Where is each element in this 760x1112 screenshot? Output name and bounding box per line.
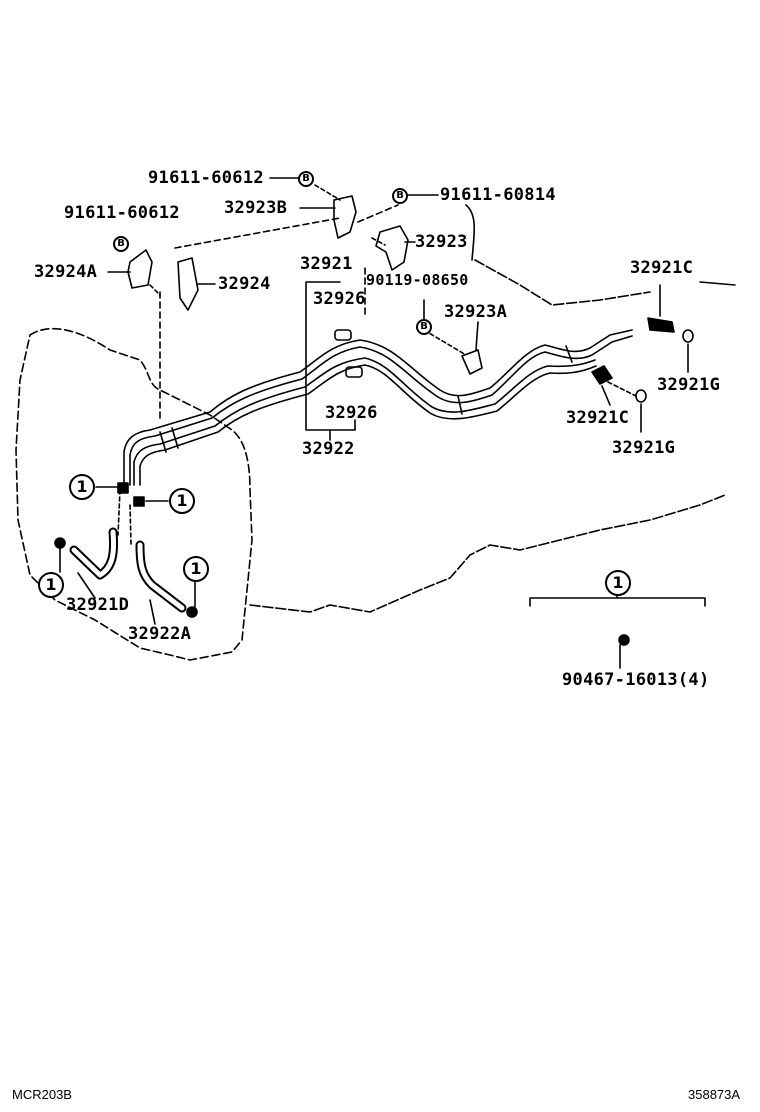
bolt-mark-b-1: B: [298, 171, 314, 187]
label-bolt-91611-60814: 91611-60814: [440, 185, 556, 205]
label-bolt-91611-60612-top: 91611-60612: [148, 168, 264, 188]
label-32921D: 32921D: [66, 595, 130, 615]
clip-90467: [618, 634, 630, 646]
fitting-32921C-bottom: [591, 365, 613, 385]
bracket-32924: [177, 257, 199, 311]
label-32921C-top: 32921C: [630, 258, 694, 278]
gasket-leader-dash: [607, 381, 637, 397]
leader-32921C-bottom: [601, 385, 611, 406]
clamp-32923A: [461, 349, 483, 375]
hose-32922A-inner: [137, 542, 185, 611]
fitting-32921C-top: [647, 317, 675, 333]
ref-circle-1e: 1: [605, 570, 631, 596]
label-32926-bottom: 32926: [325, 403, 378, 423]
hose-32921D-inner: [71, 529, 117, 578]
label-32923B: 32923B: [224, 198, 288, 218]
bolt-mark-b-3: B: [113, 236, 129, 252]
label-bolt-91611-60612-left: 91611-60612: [64, 203, 180, 223]
ref-circle-1c: 1: [38, 572, 64, 598]
grommet-32926-bottom: [345, 366, 363, 378]
label-90467-16013: 90467-16013(4): [562, 670, 710, 690]
leader-90119: [465, 204, 476, 261]
leader-32923A: [475, 321, 479, 351]
label-32921G-top: 32921G: [657, 375, 721, 395]
leader-32921D: [77, 572, 96, 599]
clip-1b: [133, 496, 145, 507]
label-32924A: 32924A: [34, 262, 98, 282]
label-32923: 32923: [415, 232, 468, 252]
pipe-joint-1: [159, 431, 167, 453]
bracket-bar-90467: [529, 597, 706, 607]
leader-32922A: [149, 599, 156, 625]
bracket-32923B: [333, 195, 357, 239]
label-32923A: 32923A: [444, 302, 508, 322]
hose-drop-dash-2: [129, 504, 132, 546]
footer-right-code: 358873A: [688, 1087, 741, 1102]
cooler-pipe-a-inner: [129, 335, 633, 486]
clip-1a: [117, 482, 129, 494]
bolt-mark-b-2: B: [392, 188, 408, 204]
label-32922: 32922: [302, 439, 355, 459]
pipe-joint-4: [565, 345, 573, 363]
pipe-joint-3: [457, 395, 463, 415]
grommet-32926-top: [334, 329, 352, 341]
bracket-32923: [375, 225, 409, 271]
clip-1c: [54, 537, 66, 549]
bolt-leader-dash-2: [371, 237, 386, 246]
ref-circle-1d: 1: [183, 556, 209, 582]
pipe-joint-2: [171, 427, 179, 449]
cooler-pipe-b: [133, 357, 596, 486]
floor-panel-outline: [249, 494, 726, 613]
label-bolt-90119-08650: 90119-08650: [366, 271, 469, 289]
bolt-leader-dash-3: [314, 184, 341, 201]
gasket-32921G-top: [682, 329, 694, 343]
body-edge-right: [699, 281, 736, 286]
label-32921C-bottom: 32921C: [566, 408, 630, 428]
bracket-leader-dash-2: [357, 204, 399, 223]
ref-circle-1b: 1: [169, 488, 195, 514]
leader-32921-group: [305, 281, 356, 431]
bolt-mark-b-4: B: [416, 319, 432, 335]
ref-circle-1a: 1: [69, 474, 95, 500]
line-leader-dash: [149, 284, 161, 296]
clip-1d: [186, 606, 198, 618]
label-32926-top: 32926: [313, 289, 366, 309]
label-32921: 32921: [300, 254, 353, 274]
label-32921G-bottom: 32921G: [612, 438, 676, 458]
label-32924: 32924: [218, 274, 271, 294]
cooler-pipe-b-inner: [139, 364, 597, 486]
hose-drop-dash-1: [117, 489, 121, 536]
cooler-pipe-a: [123, 329, 633, 486]
floor-panel-outline-upper: [474, 259, 651, 306]
bracket-leader-dash: [174, 217, 341, 249]
gasket-32921G-bottom: [635, 389, 647, 403]
transmission-outline: [15, 327, 253, 661]
bracket-32924A: [127, 249, 153, 289]
footer-left-code: MCR203B: [12, 1087, 72, 1102]
bolt-leader-dash: [423, 329, 467, 356]
label-32922A: 32922A: [128, 624, 192, 644]
